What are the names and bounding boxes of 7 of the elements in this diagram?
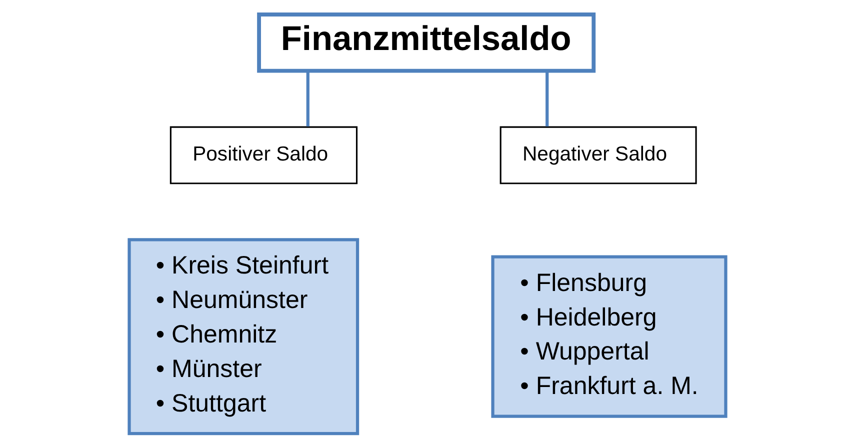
node-box: • Flensburg • Heidelberg • Wuppertal • Frankfurt a. M.	[491, 255, 728, 418]
node-box: • Kreis Steinfurt • Neumünster • Chemnitz • Münster • Stuttgart	[128, 238, 360, 436]
connector	[546, 71, 549, 126]
connector	[306, 71, 310, 126]
node-box: Positiver Saldo	[170, 126, 358, 184]
node-box: Negativer Saldo	[500, 126, 697, 184]
node-box: Finanzmittelsaldo	[257, 12, 596, 73]
